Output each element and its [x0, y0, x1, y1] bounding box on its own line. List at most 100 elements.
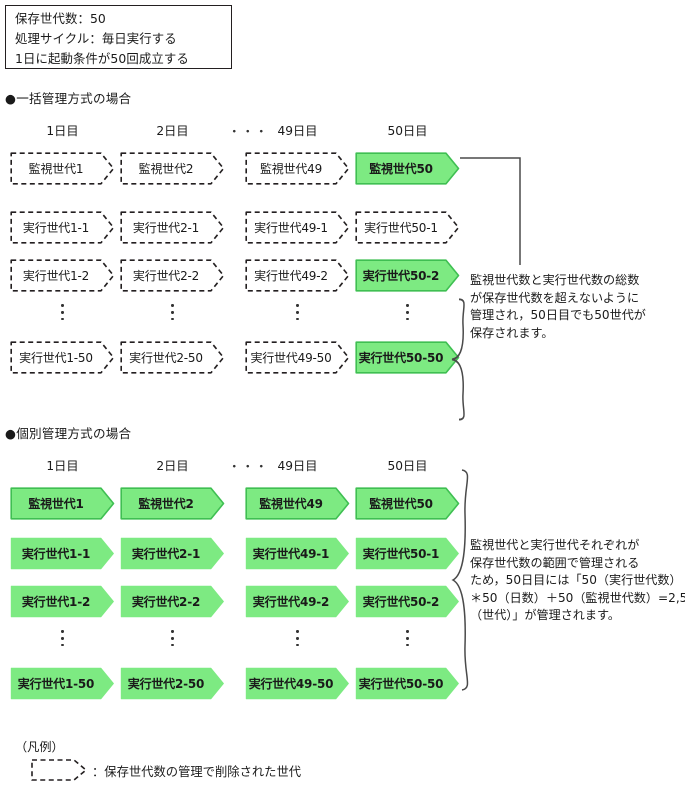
generation-cell-label: 実行世代49-2	[252, 594, 330, 609]
generation-cell[interactable]: 監視世代1	[10, 152, 115, 185]
info-line-retention: 保存世代数：50	[15, 11, 106, 26]
generation-cell-label: 実行世代2-50	[129, 350, 203, 365]
chevron-shape-icon	[120, 585, 224, 618]
info-line-trigger: 1日に起動条件が50回成立する	[15, 51, 189, 66]
generation-cell[interactable]: 実行世代1-1	[10, 537, 115, 570]
column-ellipsis-vertical-icon	[10, 626, 115, 651]
chevron-shape-icon	[120, 152, 225, 185]
generation-cell-label: 実行世代50-1	[362, 546, 440, 561]
generation-cell[interactable]: 実行世代50-2	[355, 585, 460, 618]
generation-cell[interactable]: 実行世代2-50	[120, 667, 225, 700]
chevron-shape-icon	[120, 341, 225, 374]
section-heading-individual: ●個別管理方式の場合	[5, 426, 132, 441]
chevron-shape-icon	[10, 341, 115, 374]
generation-cell-label: 実行世代49-1	[254, 220, 328, 235]
legend-deleted-box-icon	[31, 759, 87, 781]
generation-cell[interactable]: 実行世代2-1	[120, 211, 225, 244]
note-line: 保存されます。	[470, 325, 554, 340]
day-header-49-individual: 49日目	[277, 459, 318, 473]
note-line: ＊50（日数）＋50（監視世代数）=2,550	[470, 590, 685, 605]
generation-cell-label: 監視世代2	[138, 496, 194, 511]
column-ellipsis-vertical-icon	[355, 626, 460, 651]
generation-cell-label: 実行世代50-2	[362, 268, 440, 283]
chevron-shape-icon	[245, 259, 350, 292]
column-ellipsis-vertical-icon	[120, 626, 225, 651]
generation-cell[interactable]: 実行世代49-50	[245, 341, 350, 374]
generation-cell[interactable]: 監視世代1	[10, 487, 115, 520]
chevron-shape-icon	[355, 341, 460, 374]
chevron-shape-icon	[10, 585, 114, 618]
day-header-1: 1日目	[46, 124, 79, 138]
chevron-shape-icon	[355, 259, 460, 292]
generation-cell-label: 実行世代50-2	[362, 594, 440, 609]
generation-cell-label: 実行世代1-1	[22, 220, 90, 235]
column-ellipsis-vertical-icon	[355, 300, 460, 325]
generation-cell[interactable]: 監視世代49	[245, 487, 350, 520]
generation-cell-label: 監視世代50	[369, 496, 433, 511]
generation-cell[interactable]: 実行世代1-1	[10, 211, 115, 244]
generation-cell-label: 実行世代1-50	[19, 350, 93, 365]
chevron-shape-icon	[10, 259, 115, 292]
legend-description: ：保存世代数の管理で削除された世代	[92, 765, 302, 779]
chevron-shape-icon	[355, 537, 459, 570]
generation-cell[interactable]: 監視世代50	[355, 152, 460, 185]
generation-cell[interactable]: 実行世代1-2	[10, 585, 115, 618]
chevron-shape-icon	[245, 341, 350, 374]
generation-cell-label: 監視世代50	[369, 161, 433, 176]
generation-cell-label: 実行世代1-1	[21, 546, 91, 561]
generation-cell[interactable]: 実行世代50-1	[355, 211, 460, 244]
generation-cell-label: 実行世代1-50	[17, 676, 95, 691]
chevron-shape-icon	[245, 211, 350, 244]
columns-ellipsis-icon: ・・・	[228, 124, 269, 139]
generation-cell[interactable]: 実行世代50-50	[355, 667, 460, 700]
generation-cell[interactable]: 実行世代49-2	[245, 259, 350, 292]
generation-cell-label: 監視世代2	[138, 161, 194, 176]
generation-cell[interactable]: 実行世代50-50	[355, 341, 460, 374]
chevron-shape-icon	[10, 152, 115, 185]
note-individual: 監視世代と実行世代それぞれが保存世代数の範囲で管理されるため，50日目には「50…	[470, 537, 685, 625]
day-header-50-individual: 50日目	[387, 459, 428, 473]
generation-cell-label: 実行世代50-50	[358, 350, 444, 365]
generation-cell[interactable]: 実行世代49-2	[245, 585, 350, 618]
generation-cell-label: 監視世代1	[28, 161, 84, 176]
summary-info-box: 保存世代数：50 処理サイクル：毎日実行する 1日に起動条件が50回成立する	[5, 5, 232, 69]
generation-cell[interactable]: 監視世代49	[245, 152, 350, 185]
chevron-shape-icon	[245, 667, 349, 700]
note-line: 管理され，50日目でも50世代が	[470, 308, 646, 323]
generation-cell-label: 実行世代50-50	[358, 676, 444, 691]
chevron-shape-icon	[355, 487, 460, 520]
generation-cell[interactable]: 実行世代2-50	[120, 341, 225, 374]
note-line: が保存世代数を超えないように	[470, 290, 640, 305]
generation-cell[interactable]: 実行世代50-2	[355, 259, 460, 292]
day-header-2-individual: 2日目	[156, 459, 189, 473]
columns-ellipsis-icon-individual: ・・・	[228, 459, 269, 474]
chevron-shape-icon	[245, 585, 349, 618]
generation-cell[interactable]: 実行世代2-2	[120, 585, 225, 618]
generation-cell[interactable]: 実行世代2-2	[120, 259, 225, 292]
note-line: 監視世代と実行世代それぞれが	[470, 538, 640, 552]
day-header-50: 50日目	[387, 124, 428, 138]
generation-cell[interactable]: 実行世代1-2	[10, 259, 115, 292]
generation-cell[interactable]: 監視世代2	[120, 152, 225, 185]
chevron-shape-icon	[245, 152, 350, 185]
chevron-shape-icon	[245, 537, 349, 570]
chevron-shape-icon	[120, 259, 225, 292]
chevron-shape-icon	[10, 487, 115, 520]
generation-cell[interactable]: 監視世代50	[355, 487, 460, 520]
generation-cell-label: 実行世代1-2	[21, 594, 91, 609]
callout-connectors-batch	[451, 157, 521, 421]
generation-cell[interactable]: 実行世代49-1	[245, 537, 350, 570]
generation-cell[interactable]: 実行世代49-1	[245, 211, 350, 244]
generation-cell[interactable]: 実行世代1-50	[10, 341, 115, 374]
day-header-49: 49日目	[277, 124, 318, 138]
chevron-shape-icon	[10, 537, 114, 570]
note-line: ため，50日目には「50（実行世代数）	[470, 573, 682, 588]
generation-cell[interactable]: 実行世代49-50	[245, 667, 350, 700]
generation-cell-label: 実行世代2-2	[131, 594, 201, 609]
generation-cell[interactable]: 実行世代1-50	[10, 667, 115, 700]
generation-cell[interactable]: 実行世代50-1	[355, 537, 460, 570]
column-ellipsis-vertical-icon	[10, 300, 115, 325]
generation-cell[interactable]: 実行世代2-1	[120, 537, 225, 570]
generation-cell-label: 実行世代2-2	[132, 268, 200, 283]
generation-cell[interactable]: 監視世代2	[120, 487, 225, 520]
